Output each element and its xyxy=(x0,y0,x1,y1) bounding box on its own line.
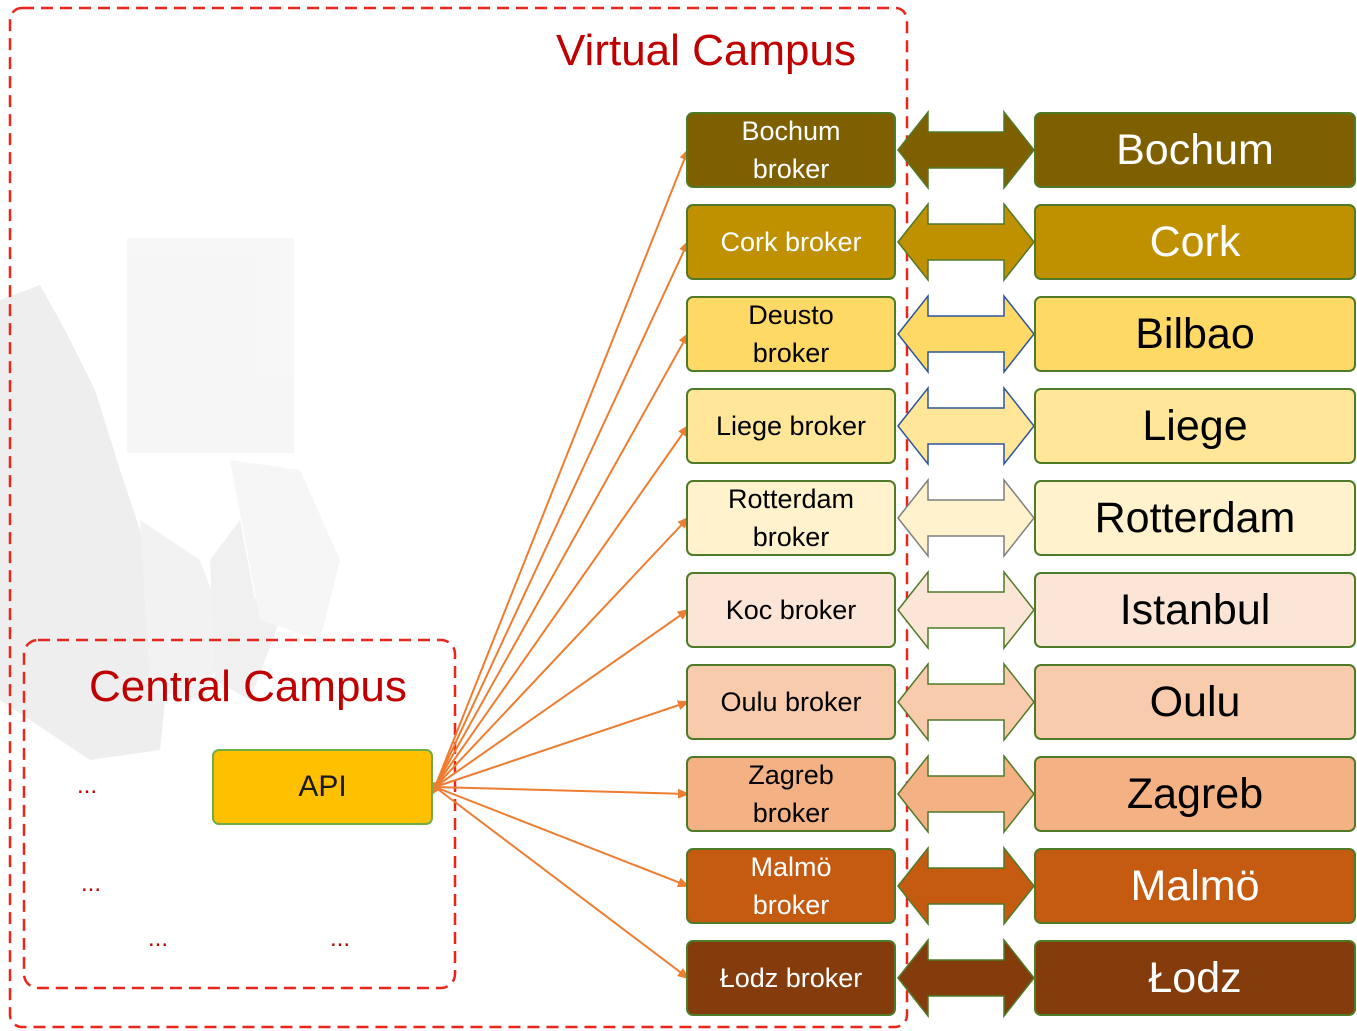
double-arrow--odz xyxy=(897,937,1035,1019)
ellipsis-1: ... xyxy=(77,772,98,799)
double-arrow-liege xyxy=(897,385,1035,467)
broker-box-malm-: Malmö broker xyxy=(686,848,896,924)
double-arrow-oulu xyxy=(897,661,1035,743)
city-box-rotterdam: Rotterdam xyxy=(1034,480,1356,556)
central-campus-boundary xyxy=(22,638,457,990)
city-box-zagreb: Zagreb xyxy=(1034,756,1356,832)
central-campus-label: Central Campus xyxy=(89,662,407,711)
broker-box-cork: Cork broker xyxy=(686,204,896,280)
city-box-bilbao: Bilbao xyxy=(1034,296,1356,372)
city-box-liege: Liege xyxy=(1034,388,1356,464)
city-box-istanbul: Istanbul xyxy=(1034,572,1356,648)
city-box-oulu: Oulu xyxy=(1034,664,1356,740)
connector-bochum xyxy=(431,148,689,797)
connector-bilbao xyxy=(430,332,689,796)
double-arrow-bochum xyxy=(897,109,1035,191)
broker-box-rotterdam: Rotterdam broker xyxy=(686,480,896,556)
connector-liege xyxy=(429,424,690,796)
api-box: API xyxy=(212,749,433,825)
double-arrow-cork xyxy=(897,201,1035,283)
broker-box-oulu: Oulu broker xyxy=(686,664,896,740)
double-arrow-rotterdam xyxy=(897,477,1035,559)
double-arrow-bilbao xyxy=(897,293,1035,375)
ellipsis-3: ... xyxy=(148,925,169,952)
ellipsis-4: ... xyxy=(330,925,351,952)
double-arrow-malm- xyxy=(897,845,1035,927)
city-box-bochum: Bochum xyxy=(1034,112,1356,188)
connector-istanbul xyxy=(426,608,690,793)
connector-zagreb xyxy=(425,782,690,799)
connector-malm- xyxy=(425,783,690,888)
double-arrow-istanbul xyxy=(897,569,1035,651)
connector-rotterdam xyxy=(428,516,690,795)
broker-box-liege: Liege broker xyxy=(686,388,896,464)
ellipsis-2: ... xyxy=(81,870,102,897)
connector-cork xyxy=(430,240,689,797)
broker-city-arrows xyxy=(897,109,1035,1019)
city-box-cork: Cork xyxy=(1034,204,1356,280)
broker-box-istanbul: Koc broker xyxy=(686,572,896,648)
virtual-campus-label: Virtual Campus xyxy=(556,26,856,75)
broker-box-zagreb: Zagreb broker xyxy=(686,756,896,832)
city-box-malm-: Malmö xyxy=(1034,848,1356,924)
connector--odz xyxy=(427,780,690,980)
broker-box-bilbao: Deusto broker xyxy=(686,296,896,372)
double-arrow-zagreb xyxy=(897,753,1035,835)
broker-box-bochum: Bochum broker xyxy=(686,112,896,188)
broker-box--odz: Łodz broker xyxy=(686,940,896,1016)
connector-oulu xyxy=(425,700,690,792)
city-box--odz: Łodz xyxy=(1034,940,1356,1016)
api-broker-connectors xyxy=(425,148,690,980)
